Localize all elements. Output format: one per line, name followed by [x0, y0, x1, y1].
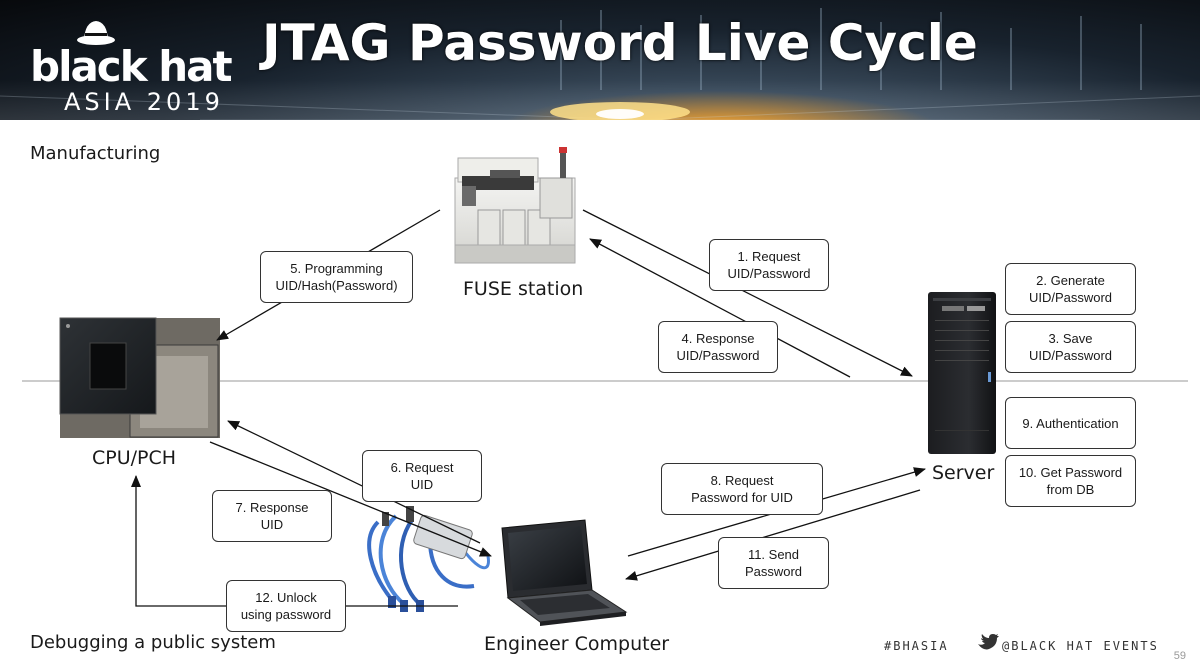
- logo-text: black hat: [30, 42, 233, 91]
- arrow-step-6: [227, 420, 481, 544]
- jtag-probe-image: [367, 506, 490, 612]
- logo-subtitle: ASIA 2019: [64, 88, 224, 116]
- arrow-step-4: [589, 238, 851, 378]
- header-background: [0, 8, 1200, 120]
- spy-hat-logo-icon: [77, 21, 115, 45]
- node-label-engineer-computer: Engineer Computer: [484, 633, 670, 655]
- node-label-fuse-station: FUSE station: [463, 278, 584, 300]
- server-image: [928, 292, 996, 454]
- section-label-debugging: Debugging a public system: [30, 632, 276, 653]
- step-box-12: 12. Unlock using password: [226, 580, 346, 632]
- node-label-server: Server: [932, 462, 995, 484]
- arrow-step-12: [131, 475, 458, 607]
- laptop-image: [501, 519, 628, 626]
- step-box-9: 9. Authentication: [1005, 397, 1136, 449]
- twitter-bird-icon: [978, 634, 999, 650]
- step-box-7: 7. Response UID: [212, 490, 332, 542]
- node-label-cpu-pch: CPU/PCH: [92, 447, 177, 469]
- step-box-2: 2. Generate UID/Password: [1005, 263, 1136, 315]
- step-box-4: 4. Response UID/Password: [658, 321, 778, 373]
- slide-header: black hat ASIA 2019 JTAG Password Live C…: [0, 0, 1200, 120]
- fuse-station-image: [454, 147, 576, 264]
- step-box-10: 10. Get Password from DB: [1005, 455, 1136, 507]
- page-number: 59: [1173, 650, 1186, 662]
- arrow-step-7: [209, 441, 492, 557]
- footer-hashtag: #BHASIA: [884, 639, 949, 653]
- step-box-6: 6. Request UID: [362, 450, 482, 502]
- arrow-step-1: [582, 209, 913, 377]
- step-box-1: 1. Request UID/Password: [709, 239, 829, 291]
- slide-title: JTAG Password Live Cycle: [262, 14, 978, 72]
- cpu-chip-image: [59, 317, 220, 438]
- step-box-11: 11. Send Password: [718, 537, 829, 589]
- step-box-5: 5. Programming UID/Hash(Password): [260, 251, 413, 303]
- section-label-manufacturing: Manufacturing: [30, 143, 161, 164]
- step-box-3: 3. Save UID/Password: [1005, 321, 1136, 373]
- blackhat-logo: black hat ASIA 2019: [18, 16, 248, 114]
- step-box-8: 8. Request Password for UID: [661, 463, 823, 515]
- footer-handle: @BLACK HAT EVENTS: [1002, 639, 1159, 653]
- arrow-step-11: [625, 489, 921, 581]
